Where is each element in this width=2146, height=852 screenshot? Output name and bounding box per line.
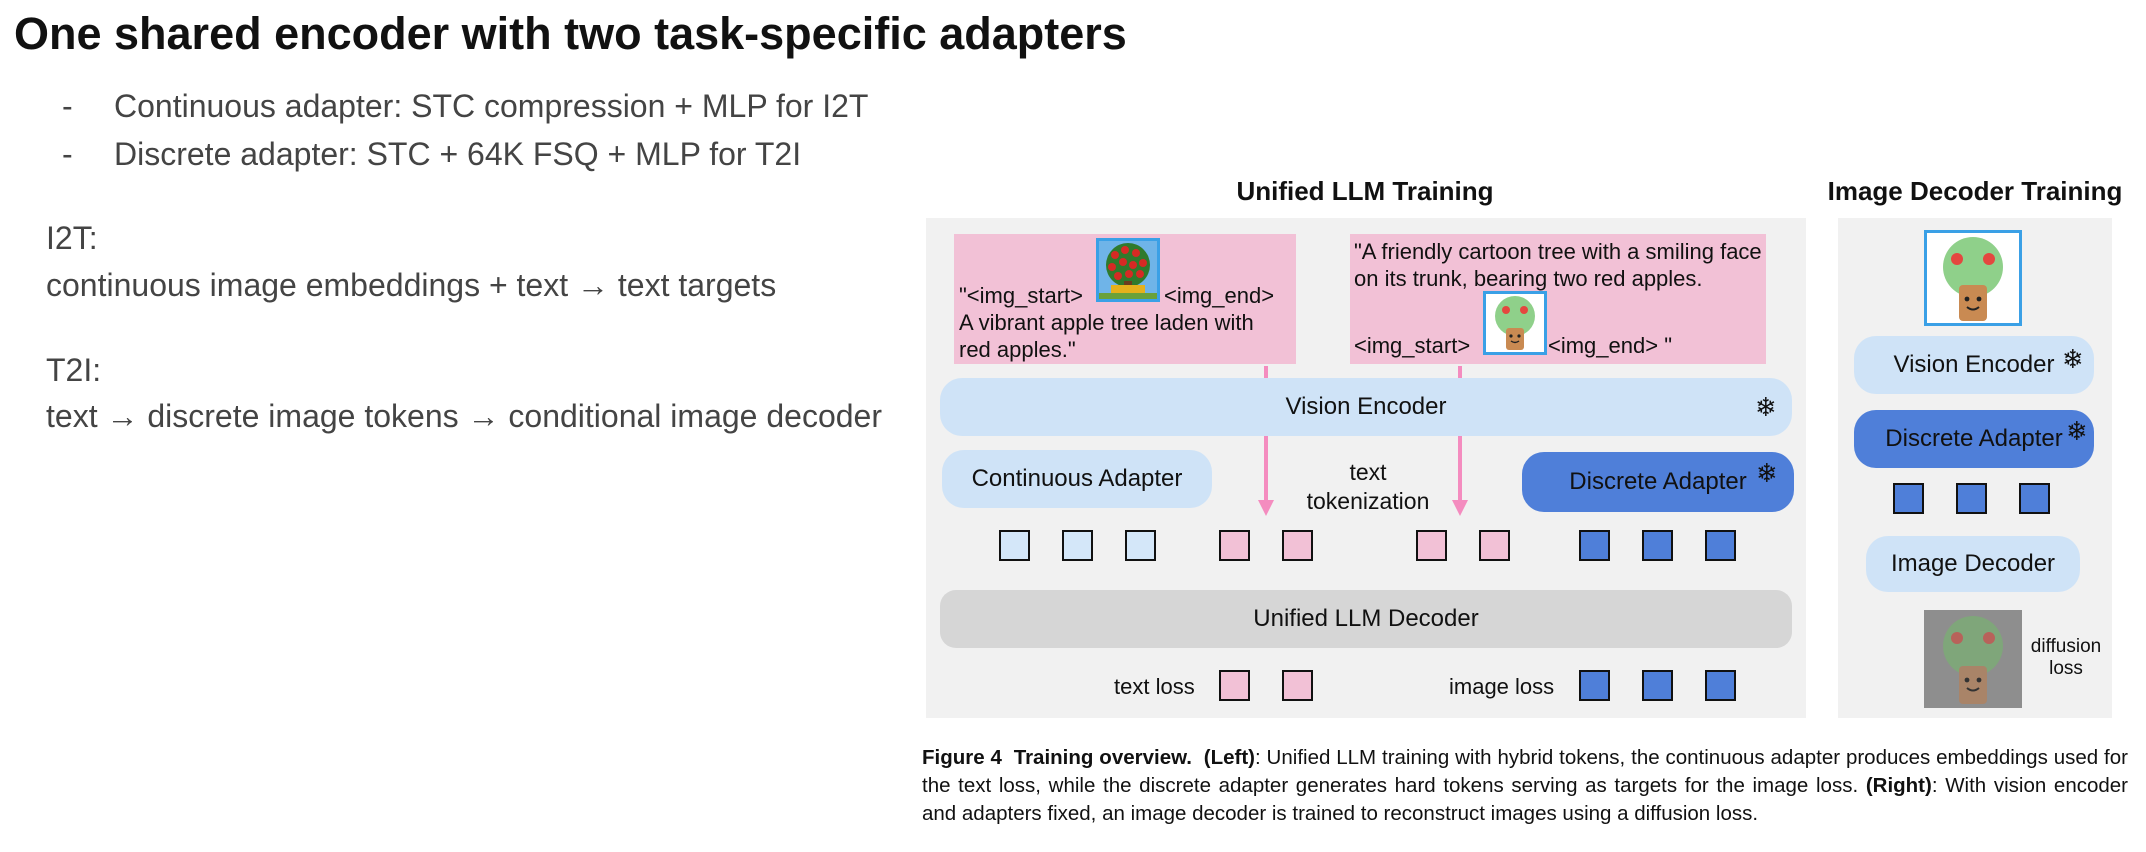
figure-caption: Figure 4 Training overview. (Left): Unif…: [922, 746, 2129, 825]
text-loss-token: [1282, 670, 1313, 701]
text-tokenization-label: text tokenization: [1306, 459, 1430, 514]
slide-title: One shared encoder with two task-specifi…: [14, 8, 1127, 59]
discrete-adapter-box: Discrete Adapter: [1522, 452, 1794, 512]
continuous-adapter-label: Continuous Adapter: [971, 465, 1183, 492]
caption-left-text: : Unified LLM training with hybrid token…: [922, 746, 2128, 797]
unified-llm-decoder-label: Unified LLM Decoder: [1253, 605, 1479, 632]
bullet-text: Continuous adapter: STC compression + ML…: [114, 88, 869, 124]
i2t-description: continuous image embeddings + text → tex…: [46, 267, 777, 303]
decoder-vision-encoder-label: Vision Encoder: [1893, 351, 2055, 378]
bullet-dash: -: [62, 88, 73, 124]
image-decoder-label: Image Decoder: [1890, 550, 2056, 577]
continuous-token: [1125, 530, 1156, 561]
image-loss-token: [1579, 670, 1610, 701]
text-loss-label: text loss: [1114, 674, 1195, 699]
text-token: [1282, 530, 1313, 561]
continuous-token: [999, 530, 1030, 561]
discrete-token: [2019, 483, 2050, 514]
img-start-token: <img_start>: [1354, 333, 1471, 358]
frozen-snowflake-icon: ❄: [2066, 416, 2088, 446]
decoder-discrete-adapter-box: Discrete Adapter: [1854, 410, 2094, 468]
i2t-example-caption: A vibrant apple tree laden with red appl…: [959, 310, 1254, 362]
continuous-adapter-box: Continuous Adapter: [942, 450, 1212, 508]
discrete-adapter-label: Discrete Adapter: [1569, 468, 1747, 495]
text-token: [1479, 530, 1510, 561]
img-end-token: <img_end>: [1164, 283, 1275, 308]
text-loss-token: [1219, 670, 1250, 701]
img-start-token: "<img_start>: [959, 283, 1083, 308]
t2i-example-caption: "A friendly cartoon tree with a smiling …: [1354, 239, 1762, 291]
vision-encoder-bar: Vision Encoder: [940, 378, 1792, 436]
bullet-dash: -: [62, 136, 73, 172]
image-loss-token: [1642, 670, 1673, 701]
text-token: [1219, 530, 1250, 561]
t2i-description: text → discrete image tokens → condition…: [46, 398, 882, 434]
decoder-discrete-adapter-label: Discrete Adapter: [1885, 425, 2063, 452]
caption-right-tag: (Right): [1865, 774, 1932, 797]
reference-tree-image: [1924, 230, 2022, 326]
discrete-token: [1893, 483, 1924, 514]
image-loss-label: image loss: [1449, 674, 1555, 699]
discrete-token: [1579, 530, 1610, 561]
bullet-discrete-adapter: - Discrete adapter: STC + 64K FSQ + MLP f…: [62, 136, 801, 173]
frozen-snowflake-icon: ❄: [1756, 458, 1778, 488]
apple-tree-photo-icon: [1096, 238, 1160, 302]
vision-encoder-label: Vision Encoder: [1285, 393, 1447, 420]
frozen-snowflake-icon: ❄: [1755, 392, 1777, 422]
unified-llm-decoder-bar: Unified LLM Decoder: [940, 590, 1792, 648]
i2t-example-box: "<img_start> <img_end> A vibrant apple t…: [954, 234, 1296, 364]
decoder-vision-encoder-box: Vision Encoder: [1854, 336, 2094, 394]
image-decoder-training-title: Image Decoder Training: [1827, 176, 2123, 206]
image-decoder-box: Image Decoder: [1866, 536, 2080, 592]
noisy-output-image: [1924, 610, 2022, 708]
discrete-token: [1642, 530, 1673, 561]
image-loss-token: [1705, 670, 1736, 701]
continuous-token: [1062, 530, 1093, 561]
text-token: [1416, 530, 1447, 561]
unified-llm-training-title: Unified LLM Training: [1236, 176, 1494, 206]
discrete-token: [1705, 530, 1736, 561]
caption-fig-title: Training overview: [1013, 746, 1187, 769]
caption-fig-label: Figure 4: [922, 746, 1002, 769]
cartoon-tree-icon: [1483, 291, 1547, 355]
bullet-text: Discrete adapter: STC + 64K FSQ + MLP fo…: [114, 136, 802, 172]
diffusion-loss-label: diffusion loss: [2030, 636, 2102, 679]
img-end-token: <img_end> ": [1548, 333, 1673, 358]
bullet-continuous-adapter: - Continuous adapter: STC compression + M…: [62, 88, 868, 125]
discrete-token: [1956, 483, 1987, 514]
caption-left-tag: (Left): [1203, 746, 1255, 769]
frozen-snowflake-icon: ❄: [2062, 344, 2084, 374]
t2i-label: T2I:: [46, 352, 102, 388]
t2i-example-box: "A friendly cartoon tree with a smiling …: [1350, 234, 1766, 364]
i2t-label: I2T:: [46, 220, 98, 256]
caption-right-text: : With vision encoder and adapters fixed…: [922, 774, 2129, 825]
